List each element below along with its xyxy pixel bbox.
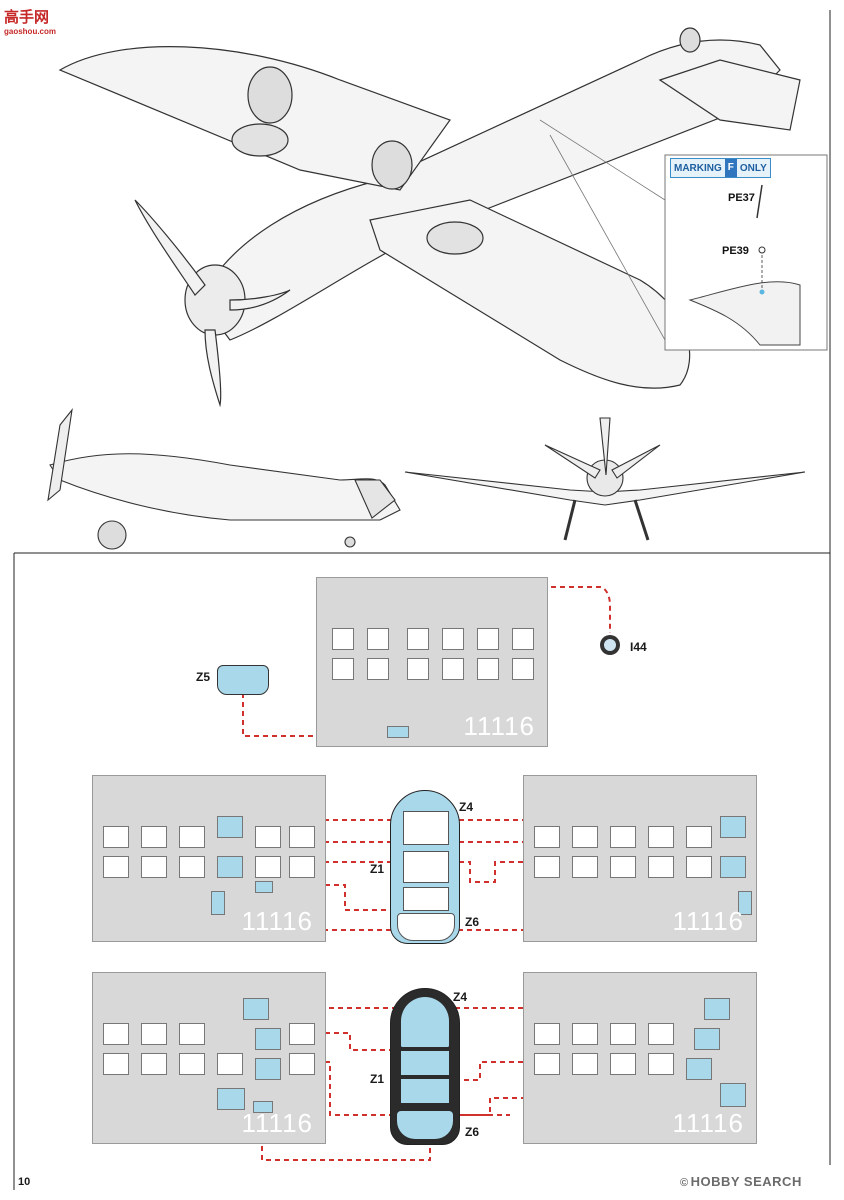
mask-sheet-number: 11116 xyxy=(672,1108,744,1138)
z4-label-mid: Z4 xyxy=(459,800,474,814)
aircraft-side-view xyxy=(47,408,401,550)
i44-label: I44 xyxy=(630,640,647,654)
marking-prefix: MARKING xyxy=(674,162,722,174)
marking-f-only-tag: MARKING F ONLY xyxy=(670,158,771,178)
z1-label-bottom: Z1 xyxy=(370,1072,385,1086)
mask-sheet-number: 11116 xyxy=(241,1108,313,1138)
mask-sheet-bottom-right: 11116 xyxy=(523,972,757,1144)
z5-label: Z5 xyxy=(196,670,211,684)
mask-sheet-number: 11116 xyxy=(463,711,535,741)
z6-label-mid: Z6 xyxy=(465,915,480,929)
page-number: 10 xyxy=(18,1176,31,1188)
mask-sheet-bottom-left: 11116 xyxy=(92,972,326,1144)
canopy-mid xyxy=(390,790,460,944)
mask-sheet-top: 11116 xyxy=(316,577,548,747)
i44-part xyxy=(600,635,620,655)
aircraft-front-view xyxy=(404,417,806,541)
mask-sheet-number: 11116 xyxy=(241,906,313,936)
detail-callout-box: PE37 PE39 xyxy=(539,119,828,351)
canopy-bottom xyxy=(390,988,460,1145)
copyright-symbol: © xyxy=(680,1177,689,1189)
mask-sheet-mid-right: 11116 xyxy=(523,775,757,942)
watermark-text: HOBBY SEARCH xyxy=(690,1174,802,1189)
site-logo-sub: gaoshou.com xyxy=(4,27,57,36)
site-logo-text: 高手网 xyxy=(4,9,50,26)
z6-label-bottom: Z6 xyxy=(465,1125,480,1139)
site-logo: 高手网 gaoshou.com xyxy=(4,6,56,36)
z5-mask-piece xyxy=(217,665,269,695)
marking-suffix: ONLY xyxy=(739,162,767,174)
watermark: ©HOBBY SEARCH xyxy=(680,1174,802,1189)
pe37-label: PE37 xyxy=(728,192,755,204)
aircraft-underside-drawing xyxy=(58,27,801,408)
z4-label-bottom: Z4 xyxy=(453,990,468,1004)
marking-letter-badge: F xyxy=(724,159,737,177)
z1-label-mid: Z1 xyxy=(370,862,385,876)
mask-sheet-mid-left: 11116 xyxy=(92,775,326,942)
pe39-label: PE39 xyxy=(722,245,749,257)
mask-sheet-number: 11116 xyxy=(672,906,744,936)
